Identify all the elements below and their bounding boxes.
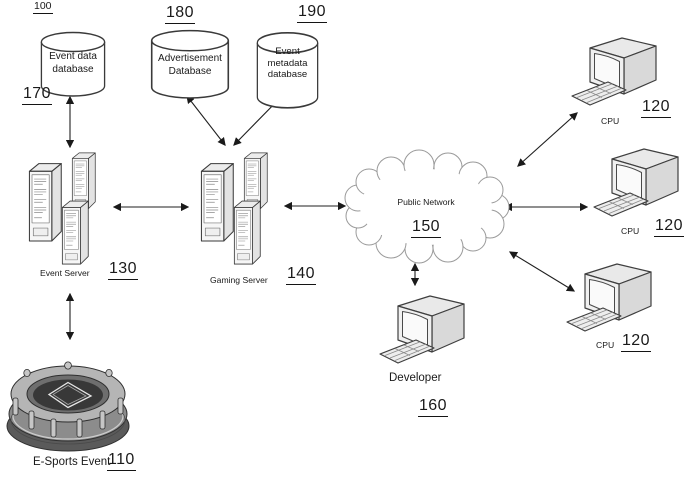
event-server-label: Event Server [40,268,90,278]
cpu-bottom-label: CPU [596,340,615,350]
event-server-node [28,149,106,267]
cpu-middle-node [592,147,687,227]
server-towers-icon [200,152,268,265]
advertisement-database-node: Advertisement Database [150,29,230,99]
ref-170: 170 [22,85,52,105]
advertisement-db-line2: Database [168,65,212,77]
database-cylinder-icon [150,29,230,99]
event-metadata-database-node: Event metadata database [256,31,319,109]
ref-140: 140 [286,265,316,285]
cpu-bottom-node [565,262,665,342]
event-metadata-db-line3: database [267,69,308,80]
event-data-db-line2: database [52,63,94,75]
stadium-icon [6,361,130,452]
ref-120-middle: 120 [654,217,684,237]
event-metadata-db-line1: Event [275,46,300,57]
figure-ref-100: 100 [33,0,53,15]
server-towers-icon [28,152,96,265]
ref-120-top: 120 [641,98,671,118]
ref-150: 150 [411,218,441,238]
ref-130: 130 [108,260,138,280]
developer-node [378,294,478,374]
advertisement-db-label: Advertisement Database [150,53,230,78]
cloud-icon [344,149,510,264]
public-network-node: Public Network 150 [342,148,510,266]
cpu-top-label: CPU [601,116,620,126]
arrow-network-cpu-bottom [508,251,576,292]
esports-event-node [5,342,135,454]
gaming-server-label: Gaming Server [210,275,268,285]
arrow-addb-gamingserver [186,95,226,146]
gaming-server-node [200,149,278,267]
ref-160: 160 [418,397,448,417]
ref-190: 190 [297,3,327,23]
advertisement-db-line1: Advertisement [158,53,222,64]
public-network-label: Public Network [397,197,455,207]
event-metadata-db-label: Event metadata database [256,46,319,81]
computer-icon [379,295,465,364]
computer-icon [566,263,652,332]
ref-150-wrap: 150 [342,218,510,238]
cpu-middle-label: CPU [621,226,640,236]
developer-label: Developer [389,372,442,384]
esports-event-label: E-Sports Event [33,456,111,468]
database-cylinder-icon [40,31,106,97]
arrow-network-cpu-top [517,112,578,167]
ref-180: 180 [165,4,195,24]
event-data-database-node: Event data database [40,31,106,97]
ref-110: 110 [107,451,136,471]
ref-120-bottom: 120 [621,332,651,352]
computer-icon [593,148,679,217]
database-cylinder-icon [256,31,319,109]
event-data-db-label: Event data database [40,51,106,76]
event-data-db-line1: Event data [49,51,97,62]
event-metadata-db-line2: metadata [267,57,308,69]
